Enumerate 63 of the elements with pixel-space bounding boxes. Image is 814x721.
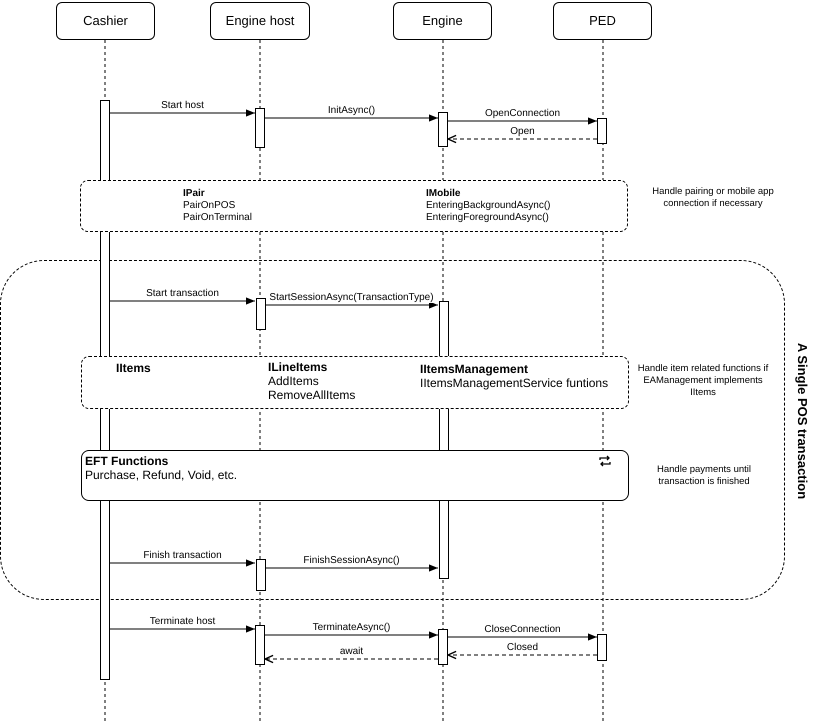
return-arrow: [264, 654, 438, 664]
edge-label: Start host: [160, 100, 205, 111]
participant-box: [56, 2, 155, 40]
message-arrow: [264, 301, 438, 309]
message-arrow: [264, 114, 438, 122]
interface-name: EFT Functions: [85, 454, 168, 468]
message-arrow: [264, 564, 438, 572]
edge-label: await: [338, 646, 364, 657]
activation-bar: [256, 559, 266, 591]
frame-title: A Single POS transaction: [794, 342, 811, 500]
note-text: Handle payments until transaction is finished: [656, 464, 752, 488]
message-arrow: [448, 117, 598, 125]
activation-bar: [255, 625, 265, 665]
note-text: Handle pairing or mobile app connection if necessary: [651, 186, 775, 210]
edge-label: OpenConnection: [484, 108, 562, 119]
interface-name: ILineItems: [268, 360, 328, 374]
participant-box: [210, 2, 310, 40]
activation-bar: [438, 112, 448, 147]
edge-label: InitAsync(): [326, 105, 376, 116]
message-arrow: [110, 559, 256, 567]
message-arrow: [110, 109, 256, 117]
participant-box: [553, 2, 652, 40]
edge-label: Closed: [506, 642, 540, 653]
edge-label: Open: [509, 126, 536, 137]
participant-name: Engine: [422, 12, 463, 30]
edge-label: CloseConnection: [483, 624, 562, 635]
message-arrow: [110, 625, 256, 633]
method-name: RemoveAllItems: [268, 388, 356, 402]
return-arrow: [447, 134, 598, 144]
activation-bar: [597, 118, 607, 144]
edge-label: StartSessionAsync(TransactionType): [268, 292, 435, 303]
interface-name: IMobile: [426, 187, 460, 200]
participant-name: PED: [589, 12, 616, 30]
interface-name: IItemsManagement: [420, 362, 528, 376]
note-text: Handle item related functions if EAManagement implements IItems: [637, 363, 769, 399]
edge-label: TerminateAsync(): [312, 622, 392, 633]
edge-label: Finish transaction: [142, 550, 223, 561]
method-name: EnteringForegroundAsync(): [426, 211, 549, 225]
method-name: PairOnPOS: [183, 199, 236, 212]
method-name: Purchase, Refund, Void, etc.: [85, 468, 238, 482]
message-arrow: [448, 633, 598, 641]
method-name: AddItems: [268, 374, 319, 388]
return-arrow: [447, 650, 598, 660]
interface-group-box: [80, 180, 628, 232]
message-arrow: [110, 297, 256, 305]
participant-box: [393, 2, 492, 40]
edge-label: Start transaction: [145, 288, 220, 299]
activation-bar: [597, 634, 607, 661]
activation-bar: [256, 298, 266, 330]
participant-name: Cashier: [83, 12, 128, 30]
activation-bar: [255, 108, 265, 148]
method-name: PairOnTerminal: [183, 211, 252, 225]
method-name: EnteringBackgroundAsync(): [426, 199, 551, 212]
interface-name: IItems: [116, 361, 151, 375]
activation-bar: [438, 629, 448, 665]
interface-group-box: [81, 356, 629, 409]
interface-name: IPair: [183, 187, 205, 200]
message-arrow: [264, 631, 438, 639]
loop-fragment: [81, 450, 629, 501]
participant-name: Engine host: [226, 12, 294, 30]
edge-label: FinishSessionAsync(): [302, 555, 401, 566]
method-name: IItemsManagementService funtions: [420, 376, 608, 390]
edge-label: Terminate host: [148, 616, 216, 627]
